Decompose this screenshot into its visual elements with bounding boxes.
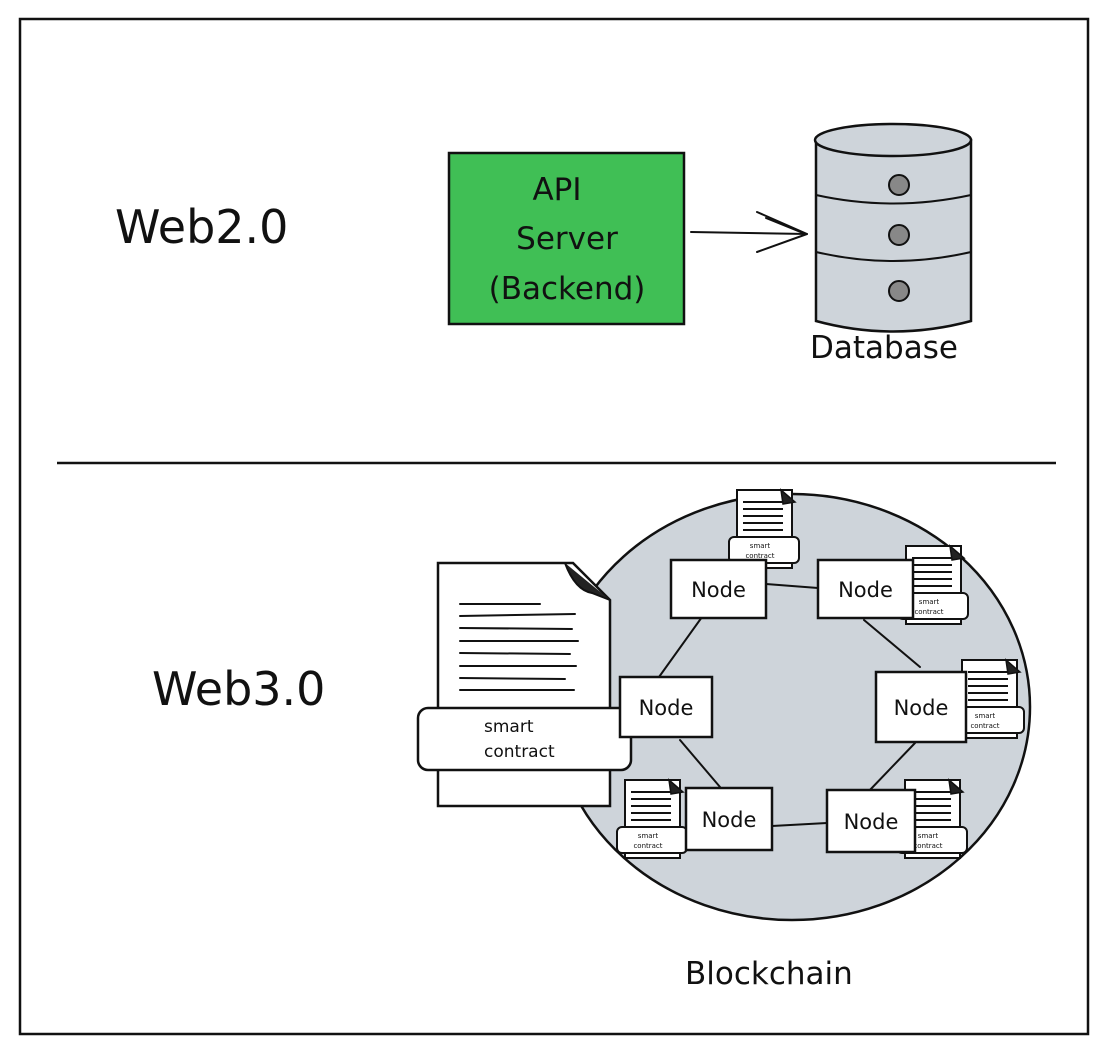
api-server-box: API Server (Backend) bbox=[447, 151, 686, 326]
smart-contract-line-2: contract bbox=[484, 742, 555, 762]
database-label: Database bbox=[810, 330, 958, 366]
mini-smart-contract-line-1: smart bbox=[750, 542, 771, 550]
mini-smart-contract-line-2: contract bbox=[913, 842, 942, 850]
mini-smart-contract: smart contract bbox=[728, 488, 800, 569]
database-icon bbox=[813, 122, 973, 333]
api-server-rect bbox=[447, 151, 686, 326]
node-label: Node bbox=[691, 578, 746, 602]
blockchain-node: Node bbox=[825, 788, 917, 854]
blockchain-node: Node bbox=[618, 675, 714, 739]
blockchain-node: Node bbox=[874, 670, 968, 744]
api-server-line-1: API bbox=[532, 172, 581, 208]
mini-smart-contract-line-2: contract bbox=[970, 722, 999, 730]
api-server-line-2: Server bbox=[516, 221, 618, 257]
database-disk-1 bbox=[888, 174, 910, 196]
smart-contract-banner bbox=[416, 706, 633, 772]
node-label: Node bbox=[844, 810, 899, 834]
database-top bbox=[813, 122, 973, 158]
blockchain-label: Blockchain bbox=[685, 956, 853, 992]
node-connections bbox=[658, 583, 921, 827]
smart-contract-line-1: smart bbox=[484, 717, 534, 737]
mini-smart-contract-line-1: smart bbox=[919, 598, 940, 606]
node-label: Node bbox=[702, 808, 757, 832]
api-server-line-3: (Backend) bbox=[489, 271, 646, 307]
blockchain-node: Node bbox=[816, 558, 915, 620]
web2-label: Web2.0 bbox=[115, 200, 288, 254]
blockchain-node: Node bbox=[669, 558, 768, 620]
api-to-database-arrow bbox=[690, 211, 808, 253]
database-disk-2 bbox=[888, 224, 910, 246]
web3-label: Web3.0 bbox=[152, 662, 325, 716]
mini-smart-contract-line-1: smart bbox=[975, 712, 996, 720]
node-label: Node bbox=[639, 696, 694, 720]
node-label: Node bbox=[894, 696, 949, 720]
mini-smart-contract-line-1: smart bbox=[918, 832, 939, 840]
mini-smart-contract-line-2: contract bbox=[745, 552, 774, 560]
mini-smart-contract-line-1: smart bbox=[638, 832, 659, 840]
node-label: Node bbox=[838, 578, 893, 602]
mini-smart-contract-line-2: contract bbox=[633, 842, 662, 850]
outer-frame bbox=[18, 17, 1090, 1036]
mini-smart-contract: smart contract bbox=[616, 778, 688, 859]
smart-contract-document: smart contract bbox=[416, 561, 633, 808]
mini-smart-contract: smart contract bbox=[897, 544, 969, 625]
blockchain-node: Node bbox=[684, 786, 774, 852]
mini-smart-contract-line-2: contract bbox=[914, 608, 943, 616]
mini-smart-contract: smart contract bbox=[953, 658, 1025, 739]
database-disk-3 bbox=[888, 280, 910, 302]
